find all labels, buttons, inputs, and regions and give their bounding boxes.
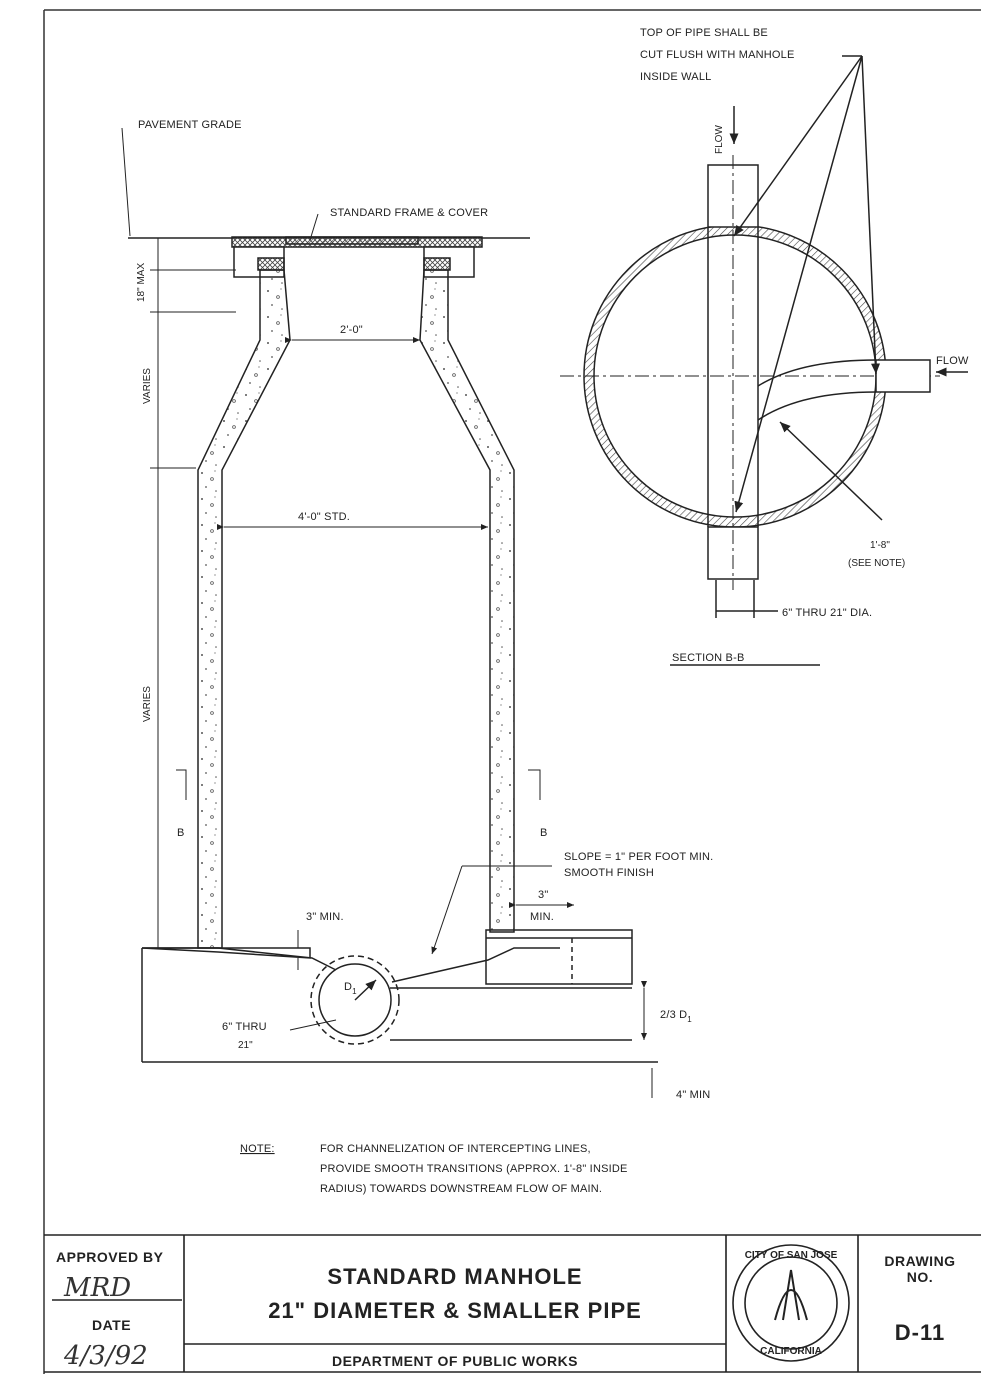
pavement-grade-label: PAVEMENT GRADE <box>138 119 242 131</box>
varies-lower: VARIES <box>142 686 153 722</box>
slope-note-1: SLOPE = 1" PER FOOT MIN. <box>564 851 713 863</box>
approver-signature: MRD <box>63 1273 131 1303</box>
approved-by-label: APPROVED BY <box>56 1249 164 1265</box>
dim-4-0: 4'-0" STD. <box>298 511 350 523</box>
pipe-range-1: 6" THRU <box>222 1021 267 1033</box>
section-title: SECTION B-B <box>672 652 745 664</box>
flow-right-label: FLOW <box>936 355 969 367</box>
drawing-no-label-1: DRAWING <box>884 1253 955 1269</box>
note-label: NOTE: <box>240 1143 275 1155</box>
section-b-b <box>560 55 968 666</box>
section-b-left: B <box>177 827 185 839</box>
pipe-dia-label: 6" THRU 21" DIA. <box>782 607 872 619</box>
top-note: TOP OF PIPE SHALL BE CUT FLUSH WITH MANH… <box>640 27 795 83</box>
dim-3-min-right-1: 3" <box>538 889 548 901</box>
radius-note-1: 1'-8" <box>870 540 890 551</box>
svg-text:INSIDE WALL: INSIDE WALL <box>640 71 711 83</box>
dimension-lines <box>121 127 653 1098</box>
dim-3-min-left: 3" MIN. <box>306 911 344 923</box>
svg-text:TOP OF PIPE SHALL BE: TOP OF PIPE SHALL BE <box>640 27 768 39</box>
manhole-elevation <box>128 236 658 1063</box>
dim-3-min-right-2: MIN. <box>530 911 554 923</box>
date-label: DATE <box>92 1317 131 1333</box>
pipe-range-2: 21" <box>238 1040 253 1051</box>
varies-upper: VARIES <box>142 368 153 404</box>
two-thirds-d1: 2/3 D1 <box>660 1009 692 1024</box>
d1-label: D1 <box>344 981 357 996</box>
department-label: DEPARTMENT OF PUBLIC WORKS <box>332 1353 578 1369</box>
drawing-number: D-11 <box>895 1320 945 1345</box>
drawing-title-line2: 21" DIAMETER & SMALLER PIPE <box>268 1298 642 1323</box>
seal-bottom-text: CALIFORNIA <box>760 1346 822 1357</box>
drawing-title-line1: STANDARD MANHOLE <box>327 1264 582 1289</box>
slope-note-2: SMOOTH FINISH <box>564 867 654 879</box>
dim-18-max: 18" MAX <box>136 263 147 302</box>
frame-cover-label: STANDARD FRAME & COVER <box>330 207 488 219</box>
four-min: 4" MIN <box>676 1089 710 1101</box>
drawing-no-label-2: NO. <box>907 1269 933 1285</box>
section-b-right: B <box>540 827 548 839</box>
title-block <box>44 1234 981 1373</box>
note-line-2: PROVIDE SMOOTH TRANSITIONS (APPROX. 1'-8… <box>320 1163 628 1175</box>
dim-2-0: 2'-0" <box>340 324 363 336</box>
seal-top-text: CITY OF SAN JOSE <box>745 1250 838 1261</box>
note-line-1: FOR CHANNELIZATION OF INTERCEPTING LINES… <box>320 1143 591 1155</box>
flow-top-label: FLOW <box>714 125 725 154</box>
note-line-3: RADIUS) TOWARDS DOWNSTREAM FLOW OF MAIN. <box>320 1183 602 1195</box>
svg-text:CUT FLUSH WITH MANHOLE: CUT FLUSH WITH MANHOLE <box>640 49 795 61</box>
radius-note-2: (SEE NOTE) <box>848 558 905 569</box>
date-value: 4/3/92 <box>63 1341 148 1371</box>
